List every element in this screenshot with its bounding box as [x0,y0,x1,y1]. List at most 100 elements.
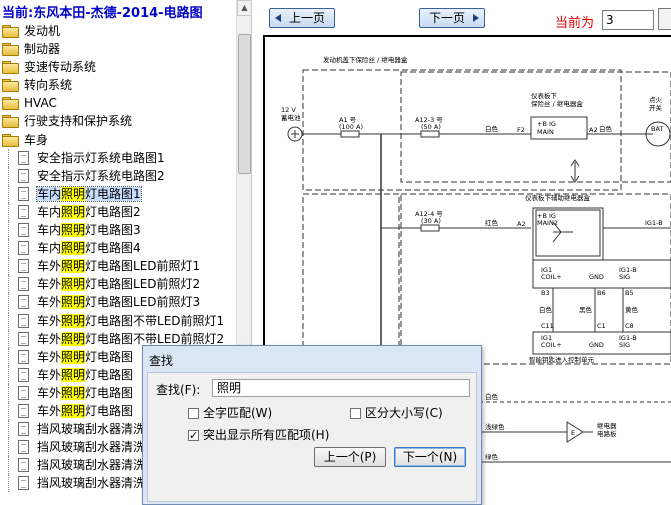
whole-word-box[interactable] [188,408,199,419]
scroll-up-arrow-icon[interactable]: ▲ [237,0,251,16]
prev-page-button[interactable]: 上一页 [269,8,335,28]
tree-document[interactable]: 车外照明灯电路图 [0,401,236,421]
svg-text:黑色: 黑色 [579,305,593,314]
search-match-highlight: 照明 [61,313,86,328]
ig1-coil-label-2: COIL+ [541,273,562,281]
tree-folder[interactable]: 转向系统 [0,76,236,94]
document-icon [18,403,29,418]
svg-text:白色: 白色 [485,392,499,401]
document-icon [18,277,29,292]
tree-document-label: 车内照明灯电路图4 [37,241,141,256]
document-icon [18,168,29,183]
tree-document[interactable]: 车内照明灯电路图1 [0,184,236,203]
tree-folder-label: 车身 [24,132,49,147]
tree-folder[interactable]: 发动机 [0,22,236,40]
document-icon [18,367,29,382]
match-case-checkbox[interactable]: 区分大小写(C) [350,405,443,421]
folder-icon [2,61,19,75]
tree-folder[interactable]: 车身 [0,131,236,149]
highlight-all-box[interactable] [188,428,199,444]
svg-text:A12-3 号: A12-3 号 [415,116,443,124]
tree-folder[interactable]: 制动器 [0,40,236,58]
tree-document[interactable]: 车内照明灯电路图4 [0,239,236,258]
tree-document-label: 挡风玻璃刮水器清洗 [37,440,146,455]
search-match-highlight: 照明 [61,186,86,201]
folder-icon [2,25,19,38]
document-icon [18,204,29,219]
connector-e-icon [566,421,584,443]
ignition-label-1: 点火 [649,96,663,104]
match-case-box[interactable] [350,408,361,419]
tree-document[interactable]: 车内照明灯电路图3 [0,221,236,240]
unit-ig1-coil-2: COIL+ [541,341,562,349]
diagram-frame [263,35,671,505]
tree-document-label: 车外照明灯电路图LED前照灯2 [37,277,201,292]
tree-folder[interactable]: 行驶支持和保护系统 [0,112,236,130]
search-match-highlight: 照明 [61,367,86,382]
next-page-button[interactable]: 下一页 [419,8,485,28]
tree-document[interactable]: 车内照明灯电路图2 [0,202,236,222]
circuit-svg: 发动机盖下保险丝 / 继电器盒 12 V 蓄电池 A1 号 (100 A) A1… [281,55,671,495]
tree-folder[interactable]: HVAC [0,94,236,112]
find-previous-button[interactable]: 上一个(P) [314,447,386,467]
tree-document[interactable]: 挡风玻璃刮水器清洗 [0,420,236,439]
find-input[interactable]: 照明 [212,379,470,397]
svg-text:B6: B6 [597,289,606,297]
tree-document[interactable]: 安全指示灯系统电路图2 [0,166,236,185]
underhood-fuse-box-outline [302,69,622,191]
svg-text:C8: C8 [625,322,634,330]
find-next-button[interactable]: 下一个(N) [394,447,466,467]
highlight-all-checkbox[interactable]: 突出显示所有匹配项(H) [188,427,329,444]
page-number-input[interactable] [602,10,654,30]
tree-document[interactable]: 车外照明灯电路图LED前照灯2 [0,275,236,294]
svg-text:C11: C11 [541,322,554,330]
folder-icon [2,43,19,57]
search-match-highlight: 照明 [61,277,86,292]
tree-folder-label: 发动机 [24,24,61,38]
aux-relay-box-outline [400,193,671,365]
b-ig-main-box [530,116,588,140]
relay-board-label-2: 电路板 [597,429,617,438]
tree-document[interactable]: 车外照明灯电路图LED前照灯1 [0,257,236,276]
relay-board-label-1: 继电器 [597,421,617,430]
svg-text:白色: 白色 [485,124,499,133]
svg-text:A1 号: A1 号 [339,116,357,124]
folder-icon [2,115,19,129]
current-document-title: 当前:东风本田-杰德-2014-电路图 [2,6,203,21]
ignition-label-2: 开关 [649,103,663,112]
document-icon [18,295,29,310]
search-match-highlight: 照明 [61,385,86,400]
tree-document-label: 挡风玻璃刮水器清洗 [37,476,146,491]
circuit-diagram: 发动机盖下保险丝 / 继电器盒 12 V 蓄电池 A1 号 (100 A) A1… [253,32,671,505]
tree-document[interactable]: 挡风玻璃刮水器清洗 [0,438,236,457]
tree-document[interactable]: 挡风玻璃刮水器清洗 [0,456,236,475]
tree-document-label: 车内照明灯电路图1 [36,185,142,202]
svg-text:黄色: 黄色 [625,305,639,314]
tree-document[interactable]: 安全指示灯系统电路图1 [0,148,236,167]
tree-document[interactable]: 车外照明灯电路图 [0,383,236,402]
b-ig-main-label-2: MAIN [537,128,554,136]
tree-document[interactable]: 车外照明灯电路图 [0,347,236,366]
search-match-highlight: 照明 [61,403,86,418]
tree-document[interactable]: 车外照明灯电路图不带LED前照灯2 [0,329,236,348]
tree-document[interactable]: 车外照明灯电路图LED前照灯3 [0,293,236,312]
b-ig-main2-label-1: +B IG [537,212,556,220]
svg-text:浅绿色: 浅绿色 [485,422,505,431]
toolbar-edge-control[interactable] [658,8,671,30]
scrollbar-thumb[interactable] [238,34,251,174]
ignition-switch-icon [645,121,671,147]
svg-text:A12-4 号: A12-4 号 [415,210,443,218]
svg-text:(50 A): (50 A) [421,123,441,131]
document-icon [18,259,29,274]
fuse-a1-icon [340,130,360,138]
search-match-highlight: 照明 [61,259,86,274]
tree-document[interactable]: 挡风玻璃刮水器清洗 [0,474,236,493]
tree-document[interactable]: 车外照明灯电路图 [0,365,236,384]
tree-folder-label: 行驶支持和保护系统 [24,114,133,129]
svg-text:GND: GND [589,341,604,349]
tree-folder-label: 变速传动系统 [24,60,97,75]
tree-document[interactable]: 车外照明灯电路图不带LED前照灯1 [0,311,236,330]
whole-word-checkbox[interactable]: 全字匹配(W) [188,405,272,421]
tree-folder[interactable]: 变速传动系统 [0,58,236,76]
smart-key-unit-box [532,331,671,355]
